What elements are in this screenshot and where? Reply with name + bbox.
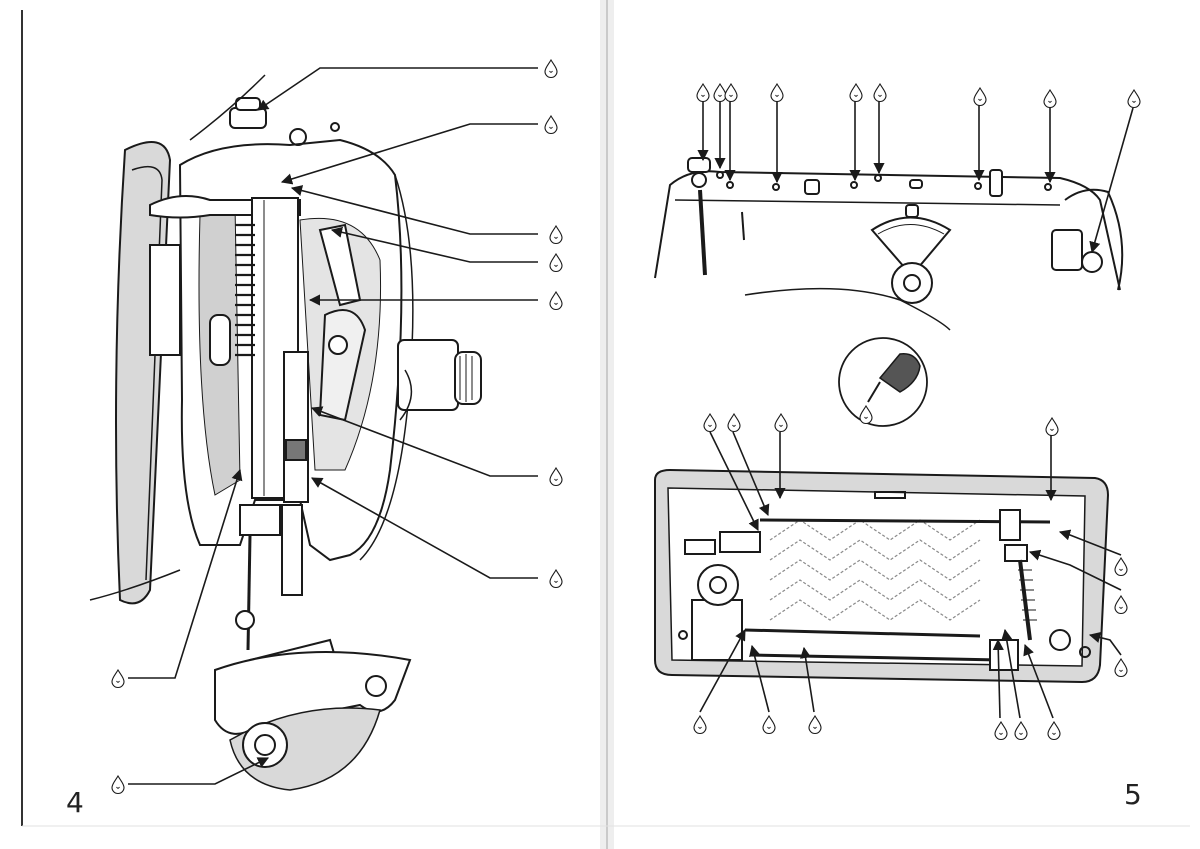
machine-underside-illustration (654, 468, 1110, 684)
machine-top-illustration (654, 157, 1124, 331)
machine-head-illustration (89, 74, 482, 791)
page-number-left: 4 (66, 786, 84, 819)
underside-oil-leaders (699, 431, 1122, 719)
top-oil-leaders (697, 100, 1134, 254)
left-oil-leaders (128, 67, 538, 785)
oil-can-icon (838, 337, 928, 427)
page-number-right: 5 (1124, 778, 1142, 811)
